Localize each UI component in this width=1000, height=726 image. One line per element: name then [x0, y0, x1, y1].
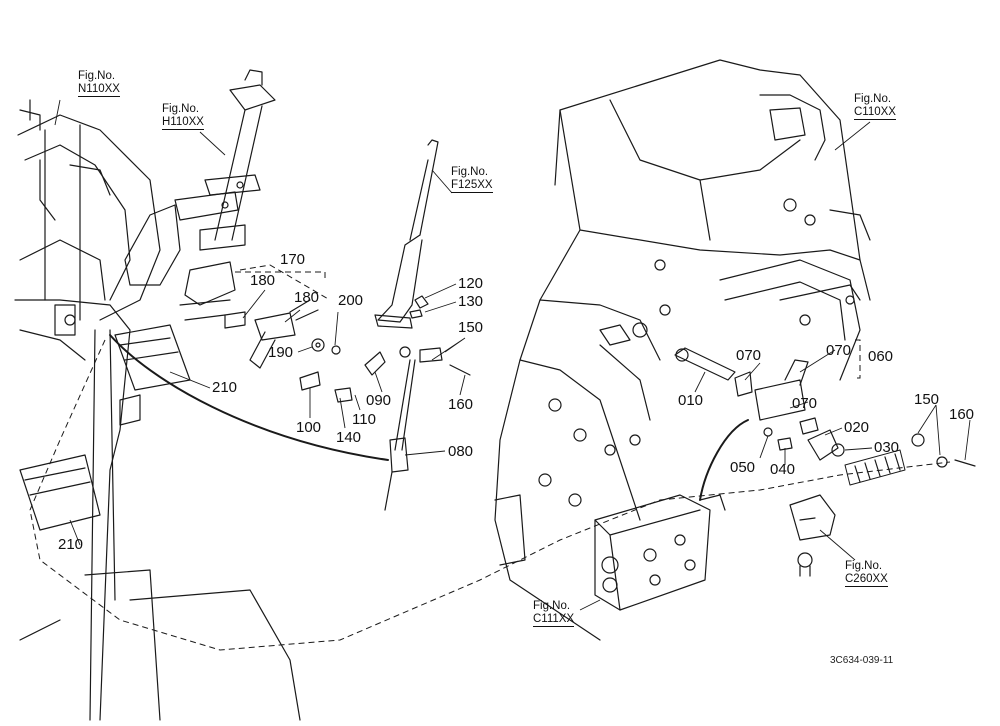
fig-ref-c111[interactable]: Fig.No. C111XX — [533, 600, 575, 627]
part-label-070-a[interactable]: 070 — [736, 347, 762, 364]
part-label-130[interactable]: 130 — [458, 293, 484, 310]
part-label-180-b[interactable]: 180 — [294, 289, 320, 306]
linkage-assembly — [225, 296, 470, 510]
part-label-140[interactable]: 140 — [336, 429, 362, 446]
drawing-code: 3C634-039-11 — [830, 655, 894, 666]
fig-ref-code: C110XX — [854, 106, 896, 120]
pedal-upper — [115, 325, 190, 390]
fig-ref-code: F125XX — [451, 179, 493, 193]
fig-ref-caption: Fig.No. — [162, 103, 200, 115]
leader-070a — [745, 363, 760, 380]
part-label-170[interactable]: 170 — [280, 251, 306, 268]
fig-ref-c260[interactable]: Fig.No. C260XX — [845, 560, 888, 587]
part-label-070-c[interactable]: 070 — [792, 395, 818, 412]
leader-n110 — [55, 100, 60, 125]
control-lever — [375, 140, 438, 328]
control-cable — [110, 335, 388, 460]
leader-050 — [760, 436, 768, 458]
leader-200 — [335, 312, 338, 345]
part-label-160-b[interactable]: 160 — [949, 406, 975, 423]
leader-070c — [790, 402, 808, 408]
leader-f125 — [432, 170, 452, 193]
part-label-150-b[interactable]: 150 — [914, 391, 940, 408]
part-label-100[interactable]: 100 — [296, 419, 322, 436]
cable-routing-dashed — [30, 340, 950, 650]
leader-120 — [425, 284, 456, 298]
fig-ref-code: N110XX — [78, 83, 120, 97]
leader-c111 — [580, 600, 600, 610]
part-label-180-a[interactable]: 180 — [250, 272, 276, 289]
leader-h110 — [200, 132, 225, 155]
front-frame — [15, 100, 300, 720]
leader-150a — [432, 338, 465, 360]
fig-ref-f125[interactable]: Fig.No. F125XX — [451, 166, 493, 193]
fig-ref-h110[interactable]: Fig.No. H110XX — [162, 103, 204, 130]
leader-170-group — [235, 272, 325, 280]
part-label-050[interactable]: 050 — [730, 459, 756, 476]
fig-ref-code: C260XX — [845, 573, 888, 587]
pedal-lower — [20, 455, 100, 530]
fig-ref-c110[interactable]: Fig.No. C110XX — [854, 93, 896, 120]
fig-ref-n110[interactable]: Fig.No. N110XX — [78, 70, 120, 97]
part-label-210-a[interactable]: 210 — [212, 379, 238, 396]
leader-c260 — [820, 530, 855, 560]
leader-210a — [170, 372, 210, 388]
leader-080 — [405, 451, 445, 455]
part-label-160-a[interactable]: 160 — [448, 396, 474, 413]
leader-160a — [460, 375, 465, 395]
part-label-030[interactable]: 030 — [874, 439, 900, 456]
leader-190 — [298, 347, 312, 352]
part-label-210-b[interactable]: 210 — [58, 536, 84, 553]
part-label-070-b[interactable]: 070 — [826, 342, 852, 359]
leader-030 — [845, 448, 872, 450]
leader-060-group — [855, 340, 860, 378]
part-label-060[interactable]: 060 — [868, 348, 894, 365]
fig-ref-code: C111XX — [533, 613, 575, 627]
part-label-150-a[interactable]: 150 — [458, 319, 484, 336]
fig-ref-caption: Fig.No. — [78, 70, 116, 82]
fig-ref-caption: Fig.No. — [845, 560, 883, 572]
leader-110 — [355, 395, 360, 410]
fig-ref-caption: Fig.No. — [854, 93, 892, 105]
control-valve — [595, 495, 725, 610]
leader-c110 — [835, 122, 870, 150]
fig-ref-caption: Fig.No. — [451, 166, 489, 178]
leader-linkage — [240, 265, 330, 300]
bracket — [790, 495, 835, 576]
part-label-120[interactable]: 120 — [458, 275, 484, 292]
leader-070b — [800, 350, 835, 372]
part-label-080[interactable]: 080 — [448, 443, 474, 460]
part-label-020[interactable]: 020 — [844, 419, 870, 436]
part-label-200[interactable]: 200 — [338, 292, 364, 309]
leader-160b — [965, 420, 970, 460]
steering-column — [125, 70, 275, 320]
leader-020 — [825, 428, 842, 435]
leader-180b — [285, 310, 300, 322]
part-label-010[interactable]: 010 — [678, 392, 704, 409]
leader-090 — [375, 372, 382, 392]
part-label-090[interactable]: 090 — [366, 392, 392, 409]
shift-shaft-assembly — [675, 348, 975, 485]
leader-130 — [425, 302, 456, 312]
part-label-110[interactable]: 110 — [352, 411, 376, 428]
part-label-190[interactable]: 190 — [268, 344, 294, 361]
valve-cable — [700, 420, 748, 500]
part-label-040[interactable]: 040 — [770, 461, 796, 478]
leader-150b — [918, 405, 940, 455]
leader-180a — [243, 290, 265, 318]
leader-140 — [340, 398, 345, 428]
transmission-case — [495, 60, 870, 640]
leader-010 — [695, 372, 705, 392]
fig-ref-caption: Fig.No. — [533, 600, 571, 612]
leader-210b — [70, 520, 80, 545]
fig-ref-code: H110XX — [162, 116, 204, 130]
